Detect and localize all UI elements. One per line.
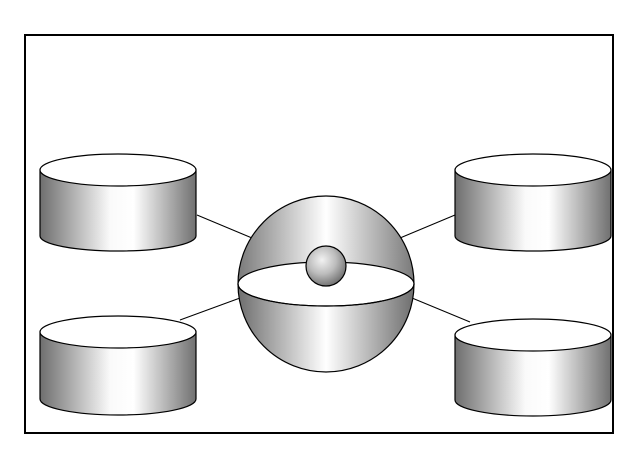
connector-bottom-right	[411, 297, 471, 323]
central-hub	[237, 195, 415, 373]
connector-top-left	[196, 214, 253, 239]
cylinder-bottom-right	[454, 318, 612, 417]
sphere-upper-dome	[237, 195, 415, 285]
cylinder-top-right	[454, 153, 612, 252]
connectors	[179, 214, 471, 323]
connector-top-right	[399, 214, 456, 239]
sphere-lower-bowl	[237, 283, 415, 373]
sphere-core-ball	[305, 245, 347, 287]
cylinder-top-left	[39, 153, 197, 252]
connector-bottom-left	[179, 297, 241, 321]
cylinder-bottom-left	[39, 315, 197, 416]
